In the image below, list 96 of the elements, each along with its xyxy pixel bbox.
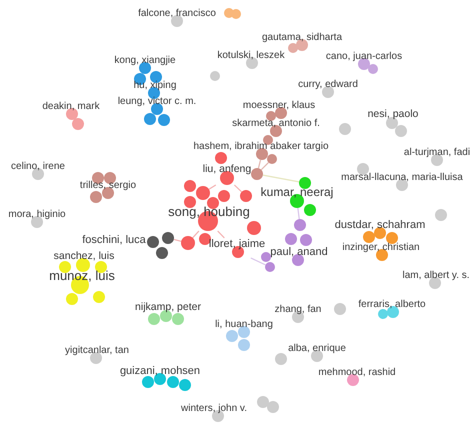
- author-name: sanchez, luis: [54, 251, 114, 263]
- node-circle: [66, 293, 78, 305]
- node-circle: [267, 401, 279, 413]
- author-name: dustdar, schahram: [334, 218, 426, 231]
- node-circle: [90, 191, 102, 203]
- node-circle: [215, 152, 227, 164]
- node-circle: [363, 231, 375, 243]
- author-name: guizani, mohsen: [120, 364, 200, 377]
- author-name: hashem, ibrahim abaker targio: [193, 141, 329, 152]
- node-circle: [226, 330, 238, 342]
- author-name: alba, enrique: [288, 343, 346, 354]
- author-name: cano, juan-carlos: [326, 51, 402, 62]
- author-name: nesi, paolo: [368, 109, 418, 121]
- node-circle: [368, 64, 378, 74]
- node-circle: [184, 180, 196, 192]
- author-name: paul, anand: [270, 246, 328, 258]
- author-name: marsal-llacuna, maria-lluisa: [341, 172, 463, 183]
- author-name: hu, xiping: [134, 80, 176, 91]
- link-line: [208, 184, 216, 190]
- node-circle: [59, 261, 71, 273]
- node-circle: [184, 196, 196, 208]
- node-circle: [386, 232, 398, 244]
- author-name: mora, higinio: [8, 209, 66, 220]
- link-line: [250, 257, 266, 266]
- author-name: liu, anfeng: [202, 164, 252, 176]
- author-name: moessner, klaus: [242, 100, 316, 111]
- author-name: kong, xiangjie: [114, 55, 176, 66]
- node-circle: [435, 209, 447, 221]
- author-name: gautama, sidharta: [262, 32, 342, 43]
- author-name: zhang, fan: [274, 304, 322, 315]
- link-line: [258, 160, 262, 168]
- node-circle: [285, 233, 297, 245]
- link-line: [217, 230, 225, 238]
- link-line: [174, 238, 182, 242]
- node-circle: [181, 236, 195, 250]
- node-circle: [238, 339, 250, 351]
- author-name: yigitcanlar, tan: [65, 345, 129, 356]
- node-circle: [300, 234, 312, 246]
- node-circle: [158, 114, 170, 126]
- node-circle: [172, 313, 184, 325]
- node-circle: [251, 168, 263, 180]
- node-circle: [72, 118, 84, 130]
- author-name: leung, victor c. m.: [118, 96, 196, 107]
- author-name: curry, edward: [298, 79, 358, 90]
- node-circle: [179, 379, 191, 391]
- node-circle: [144, 113, 156, 125]
- node-circle: [218, 190, 230, 202]
- node-circle: [299, 177, 311, 189]
- node-circle: [240, 190, 252, 202]
- node-circle: [261, 252, 271, 262]
- node-circle: [257, 396, 269, 408]
- author-name: kotulski, leszek: [217, 50, 285, 61]
- author-name: inzinger, christian: [342, 242, 420, 253]
- author-name: celino, irene: [11, 161, 65, 172]
- author-name: munoz, luis: [49, 268, 115, 283]
- author-name: al-turjman, fadi: [404, 147, 470, 158]
- node-circle: [148, 313, 160, 325]
- author-name: song, houbing: [168, 204, 250, 219]
- node-circle: [231, 9, 241, 19]
- author-name: li, huan-bang: [215, 319, 273, 330]
- node-circle: [156, 247, 168, 259]
- link-line: [234, 184, 242, 192]
- author-name: trilles, sergio: [80, 180, 136, 191]
- link-line: [260, 162, 269, 170]
- node-circle: [196, 186, 210, 200]
- node-circle: [294, 219, 306, 231]
- link-line: [192, 230, 200, 238]
- author-name: winters, john v.: [181, 403, 247, 414]
- author-name: mehmood, rashid: [318, 367, 396, 378]
- node-circle: [378, 309, 388, 319]
- node-circle: [288, 43, 298, 53]
- author-name: kumar, neeraj: [260, 186, 334, 199]
- node-circle: [93, 291, 105, 303]
- node-circle: [210, 71, 220, 81]
- node-circle: [265, 262, 275, 272]
- node-circle: [267, 154, 277, 164]
- node-circle: [334, 303, 346, 315]
- author-name: lam, albert y. s.: [402, 270, 470, 281]
- author-name: foschini, luca: [82, 234, 146, 246]
- node-circle: [304, 204, 316, 216]
- node-circle: [162, 232, 174, 244]
- author-name: ferraris, alberto: [358, 299, 426, 310]
- author-name: nijkamp, peter: [135, 302, 201, 314]
- node-circle: [167, 376, 179, 388]
- link-line: [262, 174, 300, 182]
- author-name: deakin, mark: [42, 101, 100, 112]
- node-circle: [199, 233, 211, 245]
- node-circle: [275, 353, 287, 365]
- author-name: lloret, jaime: [208, 238, 266, 250]
- link-line: [297, 208, 300, 220]
- author-name: skarmeta, antonio f.: [232, 118, 320, 129]
- node-circle: [142, 376, 154, 388]
- node-circle: [247, 221, 261, 235]
- node-circle: [339, 123, 351, 135]
- node-circle: [395, 125, 407, 137]
- author-name: falcone, francisco: [138, 8, 216, 19]
